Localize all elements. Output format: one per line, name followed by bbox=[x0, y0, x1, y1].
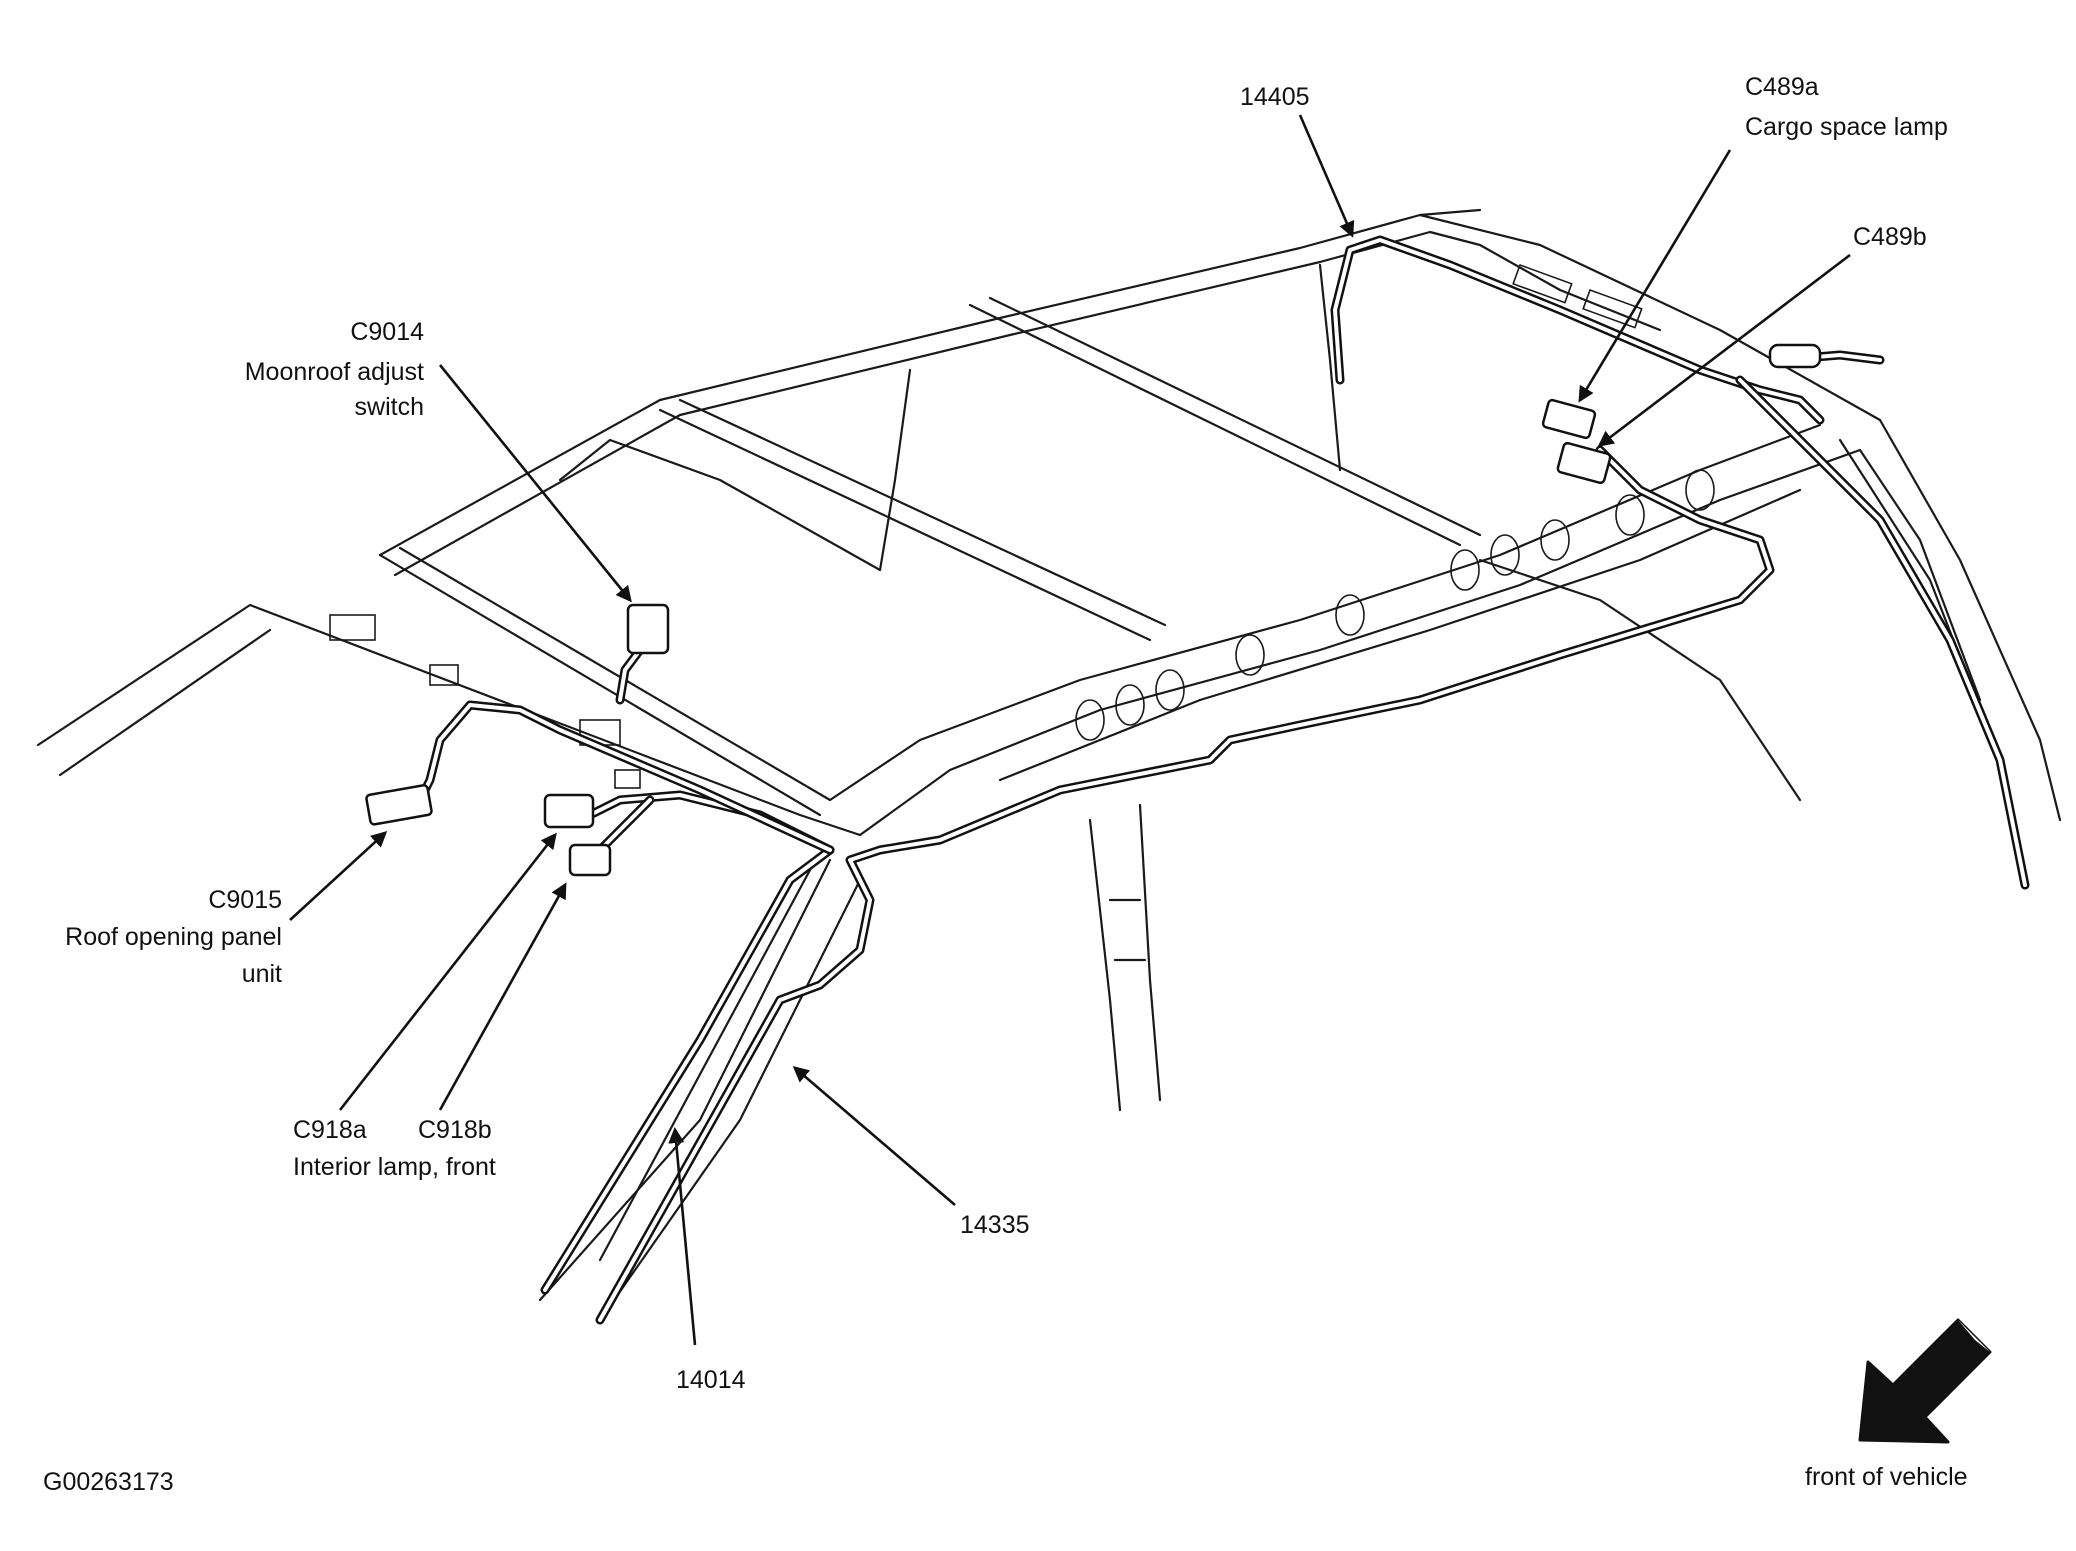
label-c918-desc: Interior lamp, front bbox=[293, 1153, 496, 1181]
leader-c9014 bbox=[438, 364, 632, 603]
label-c9014: C9014 bbox=[350, 318, 424, 346]
label-c918b: C918b bbox=[418, 1116, 492, 1144]
label-c489a: C489a bbox=[1745, 73, 1819, 101]
connector-c489b bbox=[1556, 441, 1612, 485]
callout-labels: C9014 Moonroof adjust switch C9015 Roof … bbox=[43, 73, 1968, 1496]
label-c9015: C9015 bbox=[208, 886, 282, 914]
leader-lines bbox=[289, 114, 1851, 1346]
label-c9014-desc-2: switch bbox=[355, 393, 424, 421]
label-c9015-desc-2: unit bbox=[242, 960, 282, 988]
label-14405: 14405 bbox=[1240, 83, 1310, 111]
leader-c9015 bbox=[289, 830, 388, 921]
connector-c489a bbox=[1541, 398, 1597, 440]
wiring-harnesses bbox=[415, 235, 2030, 1325]
label-c489b: C489b bbox=[1853, 223, 1927, 251]
label-c9014-desc-1: Moonroof adjust bbox=[245, 358, 424, 386]
leader-c489a bbox=[1578, 149, 1732, 403]
label-c9015-desc-1: Roof opening panel bbox=[65, 923, 282, 951]
label-14335: 14335 bbox=[960, 1211, 1030, 1239]
leader-c918a bbox=[338, 832, 557, 1111]
connector-c918b bbox=[568, 843, 612, 877]
leader-14405 bbox=[1298, 114, 1355, 238]
figure-id: G00263173 bbox=[43, 1468, 174, 1496]
connector-cargo-lamp-plug bbox=[1768, 343, 1822, 369]
leader-14335 bbox=[792, 1066, 956, 1206]
label-c489a-desc: Cargo space lamp bbox=[1745, 113, 1948, 141]
leader-c918b bbox=[438, 882, 567, 1111]
front-direction-arrow-icon bbox=[1858, 1318, 1992, 1444]
leader-c489b bbox=[1597, 253, 1851, 447]
connector-c9014 bbox=[626, 603, 670, 655]
label-c918a: C918a bbox=[293, 1116, 367, 1144]
leader-14014 bbox=[668, 1127, 697, 1346]
connector-c9015 bbox=[365, 784, 433, 826]
connectors bbox=[365, 343, 1822, 877]
label-14014: 14014 bbox=[676, 1366, 746, 1394]
label-front-of-vehicle: front of vehicle bbox=[1805, 1463, 1968, 1491]
connector-c918a bbox=[543, 793, 595, 829]
vehicle-roof-structure bbox=[36, 208, 2062, 1322]
